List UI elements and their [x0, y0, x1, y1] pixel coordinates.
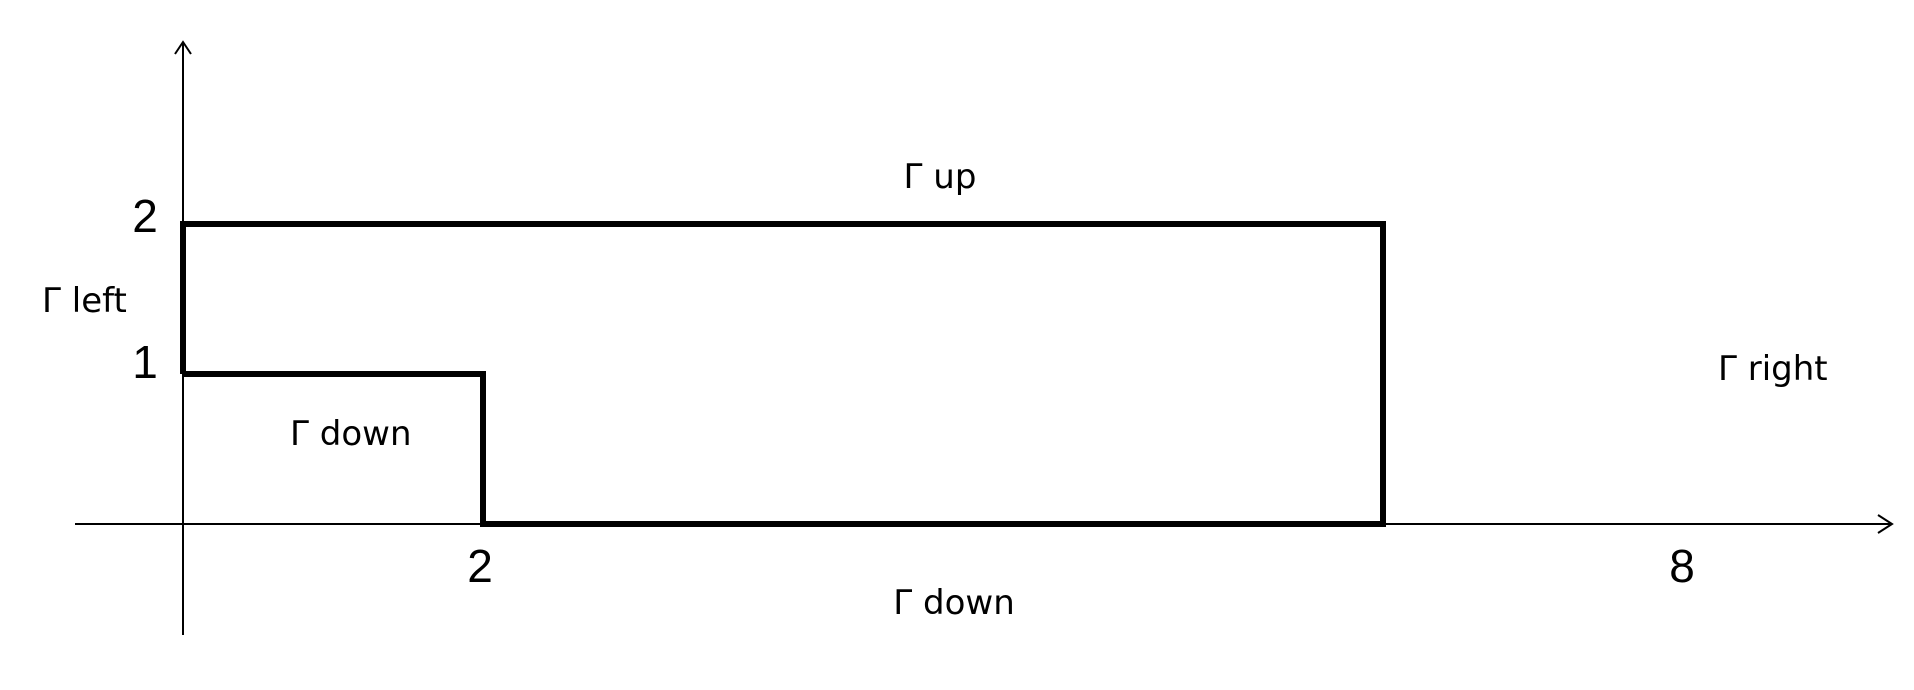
y-tick-label-1: 1	[132, 336, 158, 388]
y-axis-arrowhead	[174, 40, 192, 55]
y-tick-label-2: 2	[132, 190, 158, 242]
gamma-left-label: Γ left	[42, 281, 127, 321]
domain-boundary	[180, 221, 1386, 527]
gamma-down-outer-label: Γ down	[893, 583, 1015, 623]
x-tick-label-2: 2	[467, 540, 493, 592]
x-tick-label-8: 8	[1669, 540, 1695, 592]
gamma-up-label: Γ up	[904, 157, 977, 197]
x-axis-arrowhead	[1877, 514, 1894, 534]
gamma-down-inner-label: Γ down	[290, 414, 412, 454]
gamma-right-label: Γ right	[1718, 349, 1828, 389]
